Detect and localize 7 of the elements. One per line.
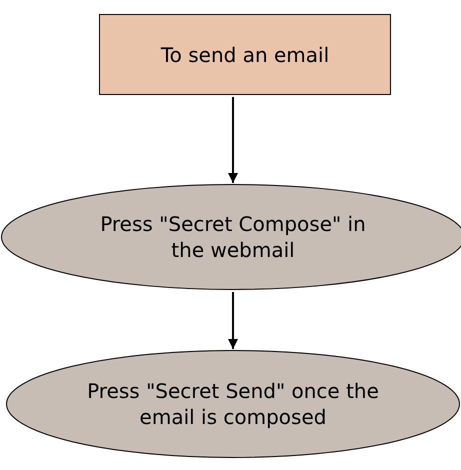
process-ellipse [6,350,460,458]
node-text: Press "Secret Compose" in the webmail [99,211,367,263]
node-text: Press "Secret Send" once the email is composed [86,378,380,430]
start-box [99,14,391,95]
node-text: To send an email [160,42,330,68]
arrow [228,97,238,183]
arrow [228,292,238,349]
